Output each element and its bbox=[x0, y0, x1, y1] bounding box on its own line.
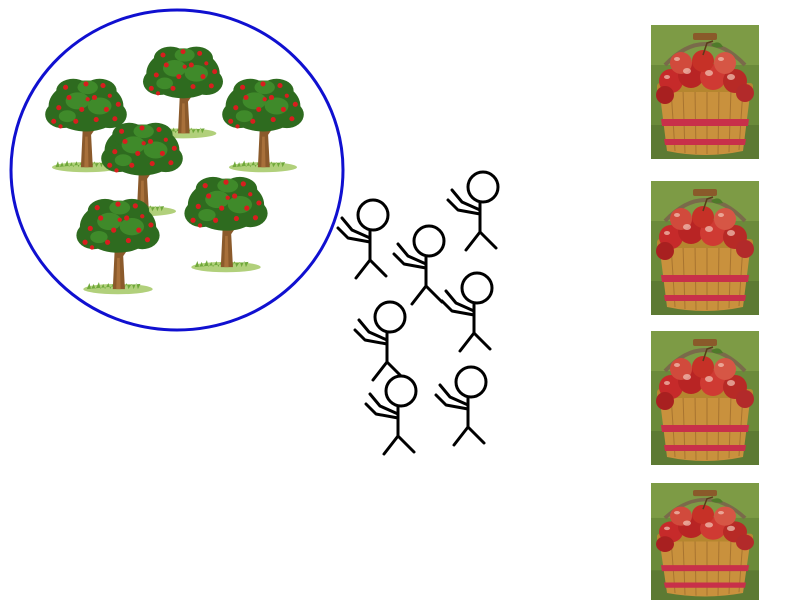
orchard-group bbox=[9, 8, 345, 332]
picker-stick-figure bbox=[446, 170, 500, 252]
picker-stick-figure bbox=[336, 198, 390, 280]
picker-stick-figure bbox=[353, 300, 407, 382]
picker-stick-figure bbox=[434, 365, 488, 447]
picker-group bbox=[336, 170, 500, 456]
picker-stick-figure bbox=[392, 224, 446, 306]
apple-basket bbox=[651, 483, 759, 600]
apple-basket bbox=[651, 331, 759, 465]
picker-stick-figure bbox=[440, 271, 494, 353]
picker-stick-figure bbox=[364, 374, 418, 456]
apple-basket bbox=[651, 181, 759, 315]
basket-group bbox=[651, 25, 759, 600]
apple-basket bbox=[651, 25, 759, 159]
